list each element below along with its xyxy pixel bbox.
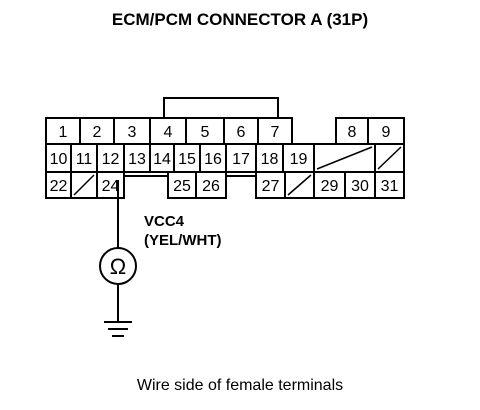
terminal-number: 4 (164, 124, 173, 141)
terminal-7 (257, 117, 293, 145)
blank-cavity-blank-mark (73, 174, 95, 196)
terminal-30 (344, 171, 376, 199)
terminal-number: 30 (351, 178, 369, 195)
terminal-24 (96, 171, 125, 199)
terminal-number: 6 (237, 124, 246, 141)
terminal-number: 14 (153, 151, 171, 168)
blank-cavity-blank-mark (316, 146, 373, 170)
signal-name: VCC4 (144, 213, 185, 230)
terminal-number: 19 (290, 151, 308, 168)
terminal-number: 8 (348, 124, 357, 141)
terminal-number: 15 (178, 151, 196, 168)
ohm-symbol: Ω (110, 254, 126, 279)
terminal-number: 26 (202, 178, 220, 195)
wire-color: (YEL/WHT) (144, 232, 222, 249)
terminal-14 (149, 143, 175, 173)
terminal-number: 2 (93, 124, 102, 141)
terminal-31 (374, 171, 405, 199)
terminal-18 (255, 143, 284, 173)
terminal-25 (167, 171, 197, 199)
terminal-17 (225, 143, 257, 173)
terminal-number: 11 (76, 151, 93, 168)
diagram-title: ECM/PCM CONNECTOR A (31P) (111, 10, 369, 29)
terminal-4 (149, 117, 187, 145)
terminal-number: 12 (102, 151, 120, 168)
terminal-number: 22 (50, 178, 68, 195)
terminal-number: 13 (128, 151, 146, 168)
diagram-caption: Wire side of female terminals (136, 377, 344, 394)
terminal-number: 18 (261, 151, 279, 168)
signal-label: VCC4 (YEL/WHT) (144, 212, 221, 250)
terminal-9 (367, 117, 405, 145)
terminal-number: 5 (201, 124, 210, 141)
terminal-number: 27 (262, 178, 280, 195)
terminal-26 (195, 171, 227, 199)
terminal-number: 17 (232, 151, 250, 168)
terminal-number: 16 (204, 151, 222, 168)
terminal-number: 7 (271, 124, 280, 141)
blank-cavity-blank-mark (377, 146, 402, 170)
terminal-number: 31 (381, 178, 399, 195)
terminal-number: 10 (50, 151, 68, 168)
terminal-number: 29 (321, 178, 339, 195)
connector-lock-tab (163, 97, 279, 118)
terminal-number: 3 (128, 124, 137, 141)
terminal-number: 24 (102, 178, 120, 195)
terminal-number: 9 (382, 124, 391, 141)
terminal-number: 1 (59, 124, 68, 141)
blank-cavity-blank-mark (287, 174, 312, 196)
terminal-27 (255, 171, 286, 199)
terminal-number: 25 (173, 178, 191, 195)
